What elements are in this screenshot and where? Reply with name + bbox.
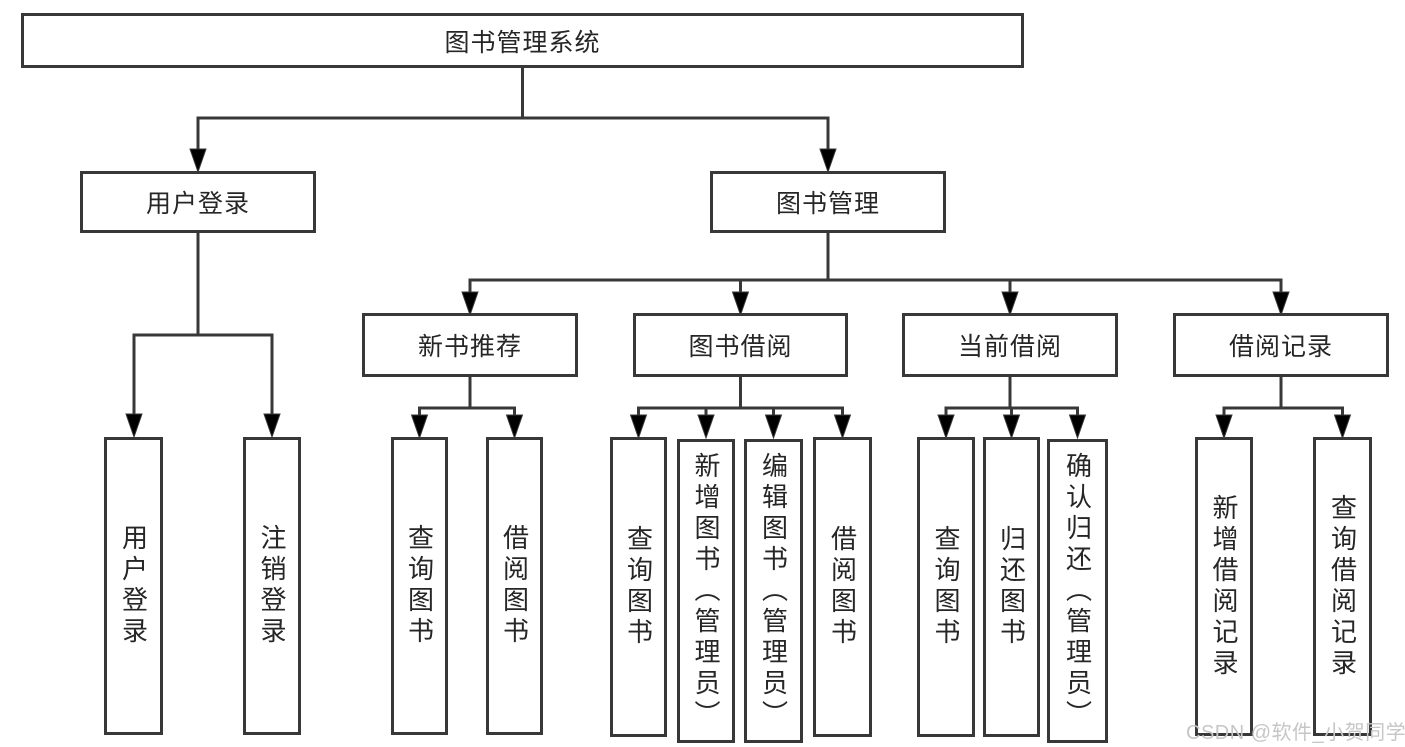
arrowhead-icon (629, 414, 648, 440)
leaf-return-books: 归还图书 (983, 437, 1040, 737)
leaf-logout: 注销登录 (243, 437, 301, 735)
arrowhead-icon (697, 414, 715, 440)
arrowhead-icon (1272, 291, 1290, 317)
arrowhead-icon (1215, 414, 1233, 440)
csdn-watermark: CSDN @软件_小贺同学 (1186, 722, 1405, 744)
arrowhead-icon (410, 414, 429, 440)
arrowhead-icon (1002, 414, 1021, 440)
leaf-borrow-books-2: 借阅图书 (813, 437, 872, 737)
arrowhead-icon (819, 148, 837, 174)
leaf-confirm-return-admin: 确认归还（管理员） (1047, 439, 1108, 743)
leaf-add-books-admin: 新增图书（管理员） (677, 439, 735, 743)
leaf-query-books-2: 查询图书 (610, 437, 667, 737)
leaf-add-borrow-record: 新增借阅记录 (1195, 437, 1253, 736)
leaf-borrow-books-1: 借阅图书 (486, 437, 543, 735)
node-root-system: 图书管理系统 (21, 13, 1024, 68)
arrowhead-icon (937, 414, 955, 440)
leaf-query-books-1: 查询图书 (391, 437, 448, 735)
node-borrow-records: 借阅记录 (1173, 313, 1389, 377)
node-current-borrow: 当前借阅 (902, 313, 1118, 377)
node-book-management: 图书管理 (710, 171, 946, 233)
arrowhead-icon (1333, 414, 1352, 440)
arrowhead-icon (189, 148, 207, 174)
arrowhead-icon (1001, 291, 1019, 317)
arrowhead-icon (764, 414, 783, 440)
node-book-borrow: 图书借阅 (633, 313, 848, 377)
leaf-edit-books-admin: 编辑图书（管理员） (744, 439, 803, 743)
arrowhead-icon (1068, 414, 1087, 440)
arrowhead-icon (833, 414, 852, 440)
leaf-query-borrow-record: 查询借阅记录 (1313, 437, 1372, 736)
leaf-user-login: 用户登录 (104, 437, 163, 735)
arrowhead-icon (461, 291, 479, 317)
node-user-login: 用户登录 (80, 171, 316, 233)
leaf-query-books-3: 查询图书 (917, 437, 975, 737)
arrowhead-icon (505, 414, 524, 440)
node-new-book-recommend: 新书推荐 (362, 313, 578, 377)
arrowhead-icon (125, 413, 143, 439)
arrowhead-icon (263, 413, 281, 439)
arrowhead-icon (731, 291, 750, 317)
